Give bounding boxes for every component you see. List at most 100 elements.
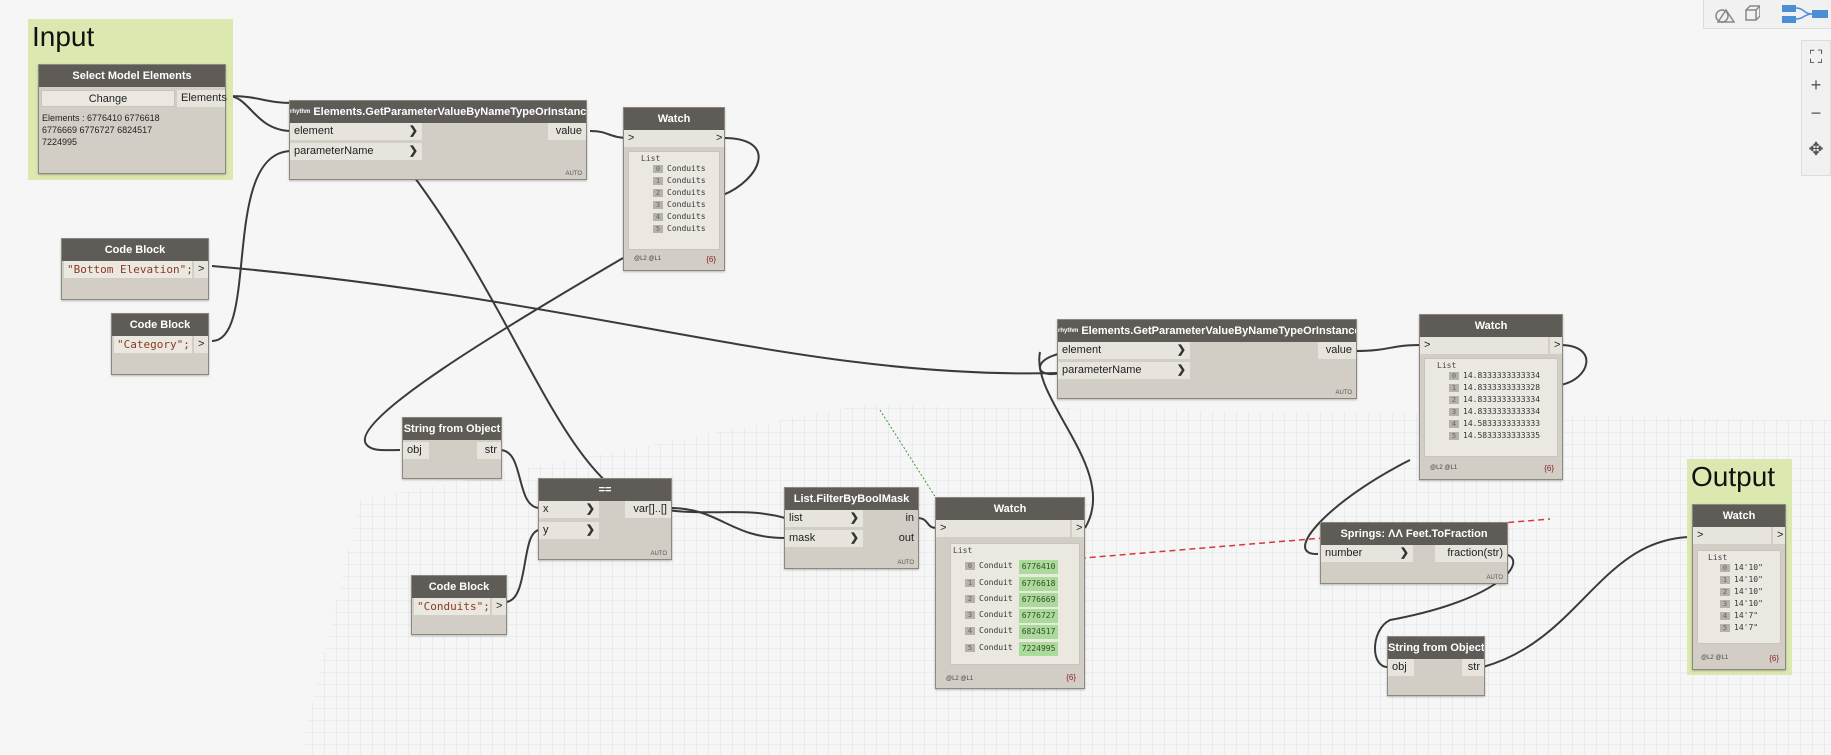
navigation-panel: ⛶ + − ✥ [1801, 40, 1831, 176]
input-group-title: Input [32, 21, 95, 52]
port-label: obj [407, 444, 422, 456]
fraction-output-port[interactable]: fraction(str) [1435, 545, 1507, 562]
code-block-node-3[interactable]: Code Block "Conduits"; > [411, 575, 507, 635]
select-model-elements-node[interactable]: Select Model Elements Change Elements El… [38, 64, 227, 174]
watch-input-port[interactable]: > [624, 130, 714, 147]
node-title: Watch [624, 108, 724, 130]
node-title-text: Elements.GetParameterValueByNameTypeOrIn… [313, 106, 586, 118]
in-output-port[interactable]: in [888, 510, 914, 527]
lacing-label: AUTO [1486, 575, 1503, 581]
watch-output-port[interactable]: > [712, 130, 724, 147]
watch-output-port[interactable]: > [1072, 520, 1084, 537]
wire-param2-to-watch2 [1354, 344, 1421, 352]
obj-input-port[interactable]: obj [1388, 659, 1414, 676]
mask-input-port[interactable]: mask❯ [785, 530, 863, 547]
var-output-port[interactable]: var[]..[] [625, 501, 671, 518]
geometry-view-icon[interactable] [1712, 4, 1760, 24]
node-title: List.FilterByBoolMask [785, 488, 918, 510]
wire-elements-to-param1 [227, 95, 293, 132]
list-label: List [641, 154, 661, 163]
list-label: List [1437, 361, 1457, 370]
port-label: list [789, 512, 803, 524]
y-input-port[interactable]: y❯ [539, 522, 599, 539]
str-output-port[interactable]: str [1462, 659, 1484, 676]
code-editor[interactable]: "Category"; [114, 336, 192, 353]
list-input-port[interactable]: list❯ [785, 510, 863, 527]
code-block-node-2[interactable]: Code Block "Category"; > [111, 313, 209, 375]
graph-view-icon[interactable] [1780, 2, 1830, 26]
lacing-label: AUTO [565, 171, 582, 177]
parameter-name-input-port[interactable]: parameterName❯ [290, 143, 422, 160]
change-button[interactable]: Change [41, 90, 175, 107]
node-title: String from Object [1388, 637, 1484, 659]
port-label: > [628, 132, 635, 144]
watch-input-port[interactable]: > [1420, 337, 1548, 354]
element-input-port[interactable]: element❯ [290, 123, 422, 140]
port-label: str [484, 444, 497, 456]
zoom-in-icon[interactable]: + [1810, 75, 1822, 95]
port-label: fraction(str) [1447, 547, 1503, 559]
value-output-port[interactable]: value [1318, 342, 1356, 359]
element-input-port[interactable]: element❯ [1058, 342, 1190, 359]
parameter-name-input-port[interactable]: parameterName❯ [1058, 362, 1190, 379]
port-label: > [1076, 522, 1083, 534]
out-output-port[interactable]: out [888, 530, 914, 547]
zoom-out-icon[interactable]: − [1810, 103, 1822, 123]
equals-node[interactable]: == x❯ y❯ var[]..[] AUTO [538, 478, 672, 560]
code-output-port[interactable]: > [492, 598, 506, 615]
port-label: > [1697, 529, 1704, 541]
number-input-port[interactable]: number❯ [1321, 545, 1413, 562]
watch-output-port[interactable]: > [1550, 337, 1562, 354]
zoom-to-fit-icon[interactable]: ⛶ [1809, 47, 1823, 67]
code-block-node-1[interactable]: Code Block "Bottom Elevation"; > [61, 238, 209, 300]
port-label: x [543, 503, 549, 515]
watch-levels: @L2 @L1 [1701, 655, 1729, 661]
port-label: number [1325, 547, 1363, 559]
watch-count: {6} [1769, 654, 1779, 663]
pan-icon[interactable]: ✥ [1808, 139, 1824, 159]
elements-output-port[interactable]: Elements [177, 90, 227, 107]
string-from-object-node-2[interactable]: String from Object obj str [1387, 636, 1485, 696]
string-from-object-node-1[interactable]: String from Object obj str [402, 417, 502, 479]
code-editor[interactable]: "Conduits"; [414, 598, 490, 615]
chevron-right-icon: ❯ [1176, 364, 1186, 376]
watch-input-port[interactable]: > [936, 520, 1070, 537]
code-output-port[interactable]: > [194, 261, 208, 278]
package-tag: rhythm [290, 109, 311, 116]
filter-by-bool-mask-node[interactable]: List.FilterByBoolMask list❯ mask❯ in out… [784, 487, 919, 569]
springs-feet-to-fraction-node[interactable]: Springs: ΛΛ Feet.ToFraction number❯ frac… [1320, 522, 1508, 584]
code-editor[interactable]: "Bottom Elevation"; [64, 261, 193, 278]
port-label: y [543, 524, 549, 536]
watch-output-port[interactable]: > [1773, 527, 1785, 544]
obj-input-port[interactable]: obj [403, 442, 429, 459]
watch-count: {6} [1544, 464, 1554, 473]
watch-input-port[interactable]: > [1693, 527, 1771, 544]
str-output-port[interactable]: str [477, 442, 501, 459]
summary-line: 6776669 6776727 6824517 [42, 125, 153, 135]
value-output-port[interactable]: value [548, 123, 586, 140]
x-input-port[interactable]: x❯ [539, 501, 599, 518]
port-label: > [1554, 339, 1561, 351]
code-output-port[interactable]: > [194, 336, 208, 353]
list-label: List [1708, 553, 1728, 562]
